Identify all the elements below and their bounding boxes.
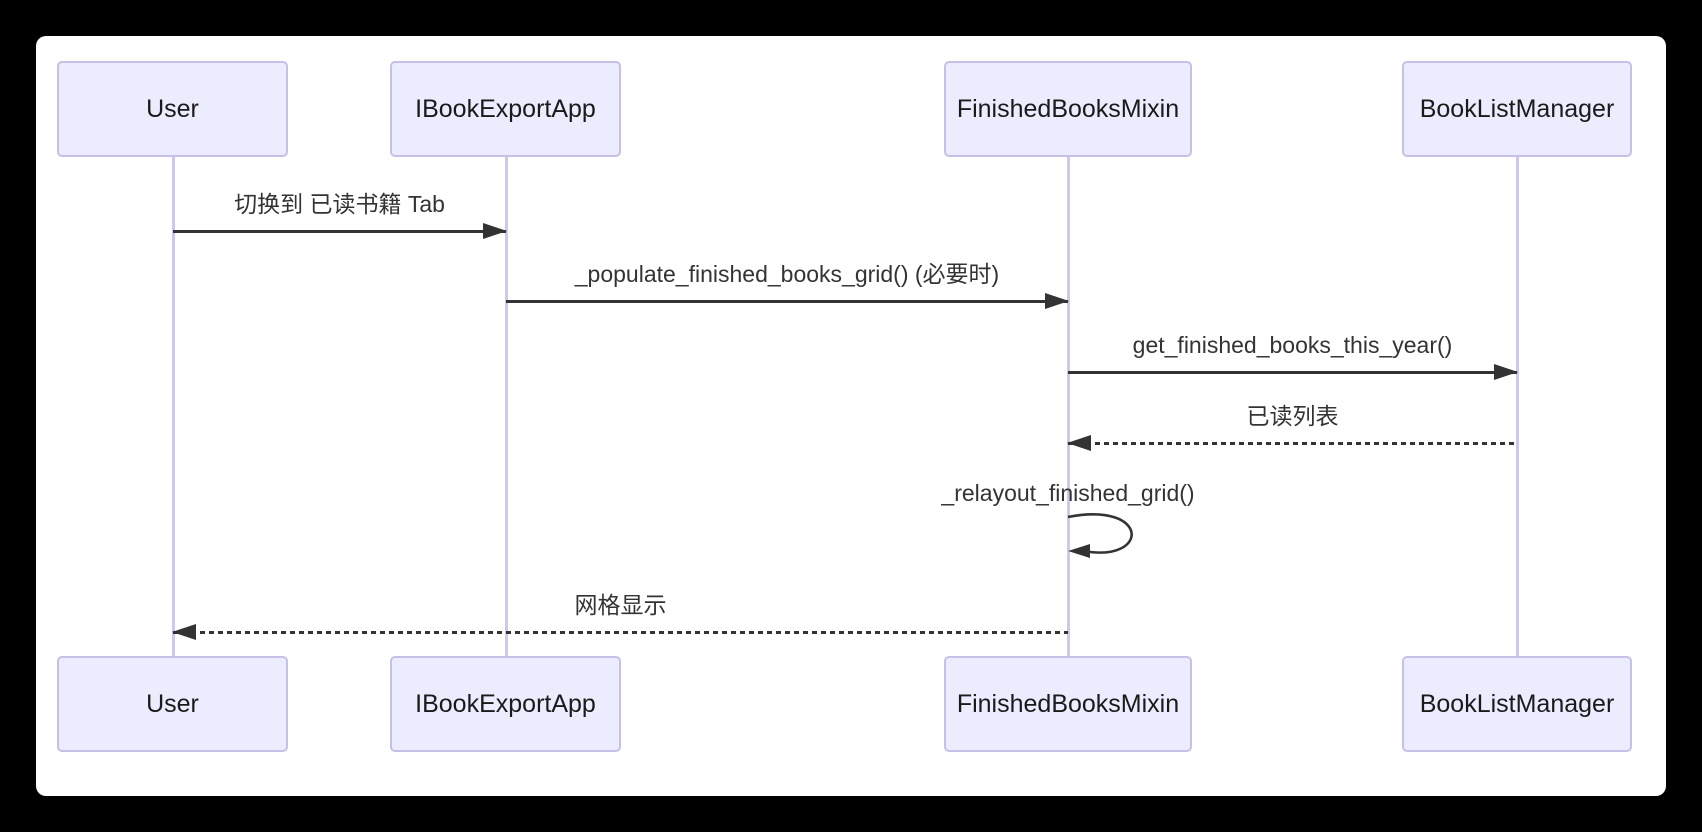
message-arrow-get-finished-books <box>1068 364 1518 381</box>
message-arrow-finished-list <box>1067 435 1517 452</box>
message-label-switch-tab: 切换到 已读书籍 Tab <box>234 191 445 217</box>
message-label-grid-display: 网格显示 <box>574 592 667 618</box>
actor-bottom-user: User <box>57 656 288 752</box>
actor-label: IBookExportApp <box>415 689 596 718</box>
actor-bottom-ibookexportapp: IBookExportApp <box>390 656 621 752</box>
arrowhead-right-icon <box>1494 364 1518 381</box>
self-loop-arrow <box>1067 513 1133 558</box>
actor-bottom-finishedbooksmixin: FinishedBooksMixin <box>944 656 1192 752</box>
actor-label: BookListManager <box>1419 689 1615 718</box>
actor-label: User <box>146 94 199 123</box>
actor-top-booklistmanager: BookListManager <box>1402 61 1632 157</box>
message-label-relayout-grid: _relayout_finished_grid() <box>941 480 1195 506</box>
lifeline-user <box>171 157 175 656</box>
arrowhead-right-icon <box>483 223 507 240</box>
message-arrow-switch-tab <box>173 223 507 240</box>
arrowhead-right-icon <box>1045 293 1069 310</box>
message-label-get-finished-books: get_finished_books_this_year() <box>1132 332 1453 358</box>
arrowhead-left-icon <box>172 624 196 641</box>
arrowhead-left-icon <box>1067 435 1091 452</box>
message-arrow-grid-display <box>172 624 1068 641</box>
actor-top-ibookexportapp: IBookExportApp <box>390 61 621 157</box>
message-label-finished-list: 已读列表 <box>1246 403 1339 429</box>
actor-top-user: User <box>57 61 288 157</box>
actor-top-finishedbooksmixin: FinishedBooksMixin <box>944 61 1192 157</box>
sequence-diagram-canvas: User IBookExportApp FinishedBooksMixin B… <box>36 36 1666 796</box>
lifeline-finishedbooksmixin <box>1066 157 1070 656</box>
message-arrow-populate-grid <box>506 293 1069 310</box>
actor-label: BookListManager <box>1419 94 1615 123</box>
lifeline-booklistmanager <box>1515 157 1519 656</box>
actor-label: IBookExportApp <box>415 94 596 123</box>
lifeline-ibookexportapp <box>504 157 508 656</box>
actor-label: User <box>146 689 199 718</box>
actor-label: FinishedBooksMixin <box>956 94 1180 123</box>
actor-label: FinishedBooksMixin <box>956 689 1180 718</box>
actor-bottom-booklistmanager: BookListManager <box>1402 656 1632 752</box>
message-label-populate-grid: _populate_finished_books_grid() (必要时) <box>574 261 1000 287</box>
